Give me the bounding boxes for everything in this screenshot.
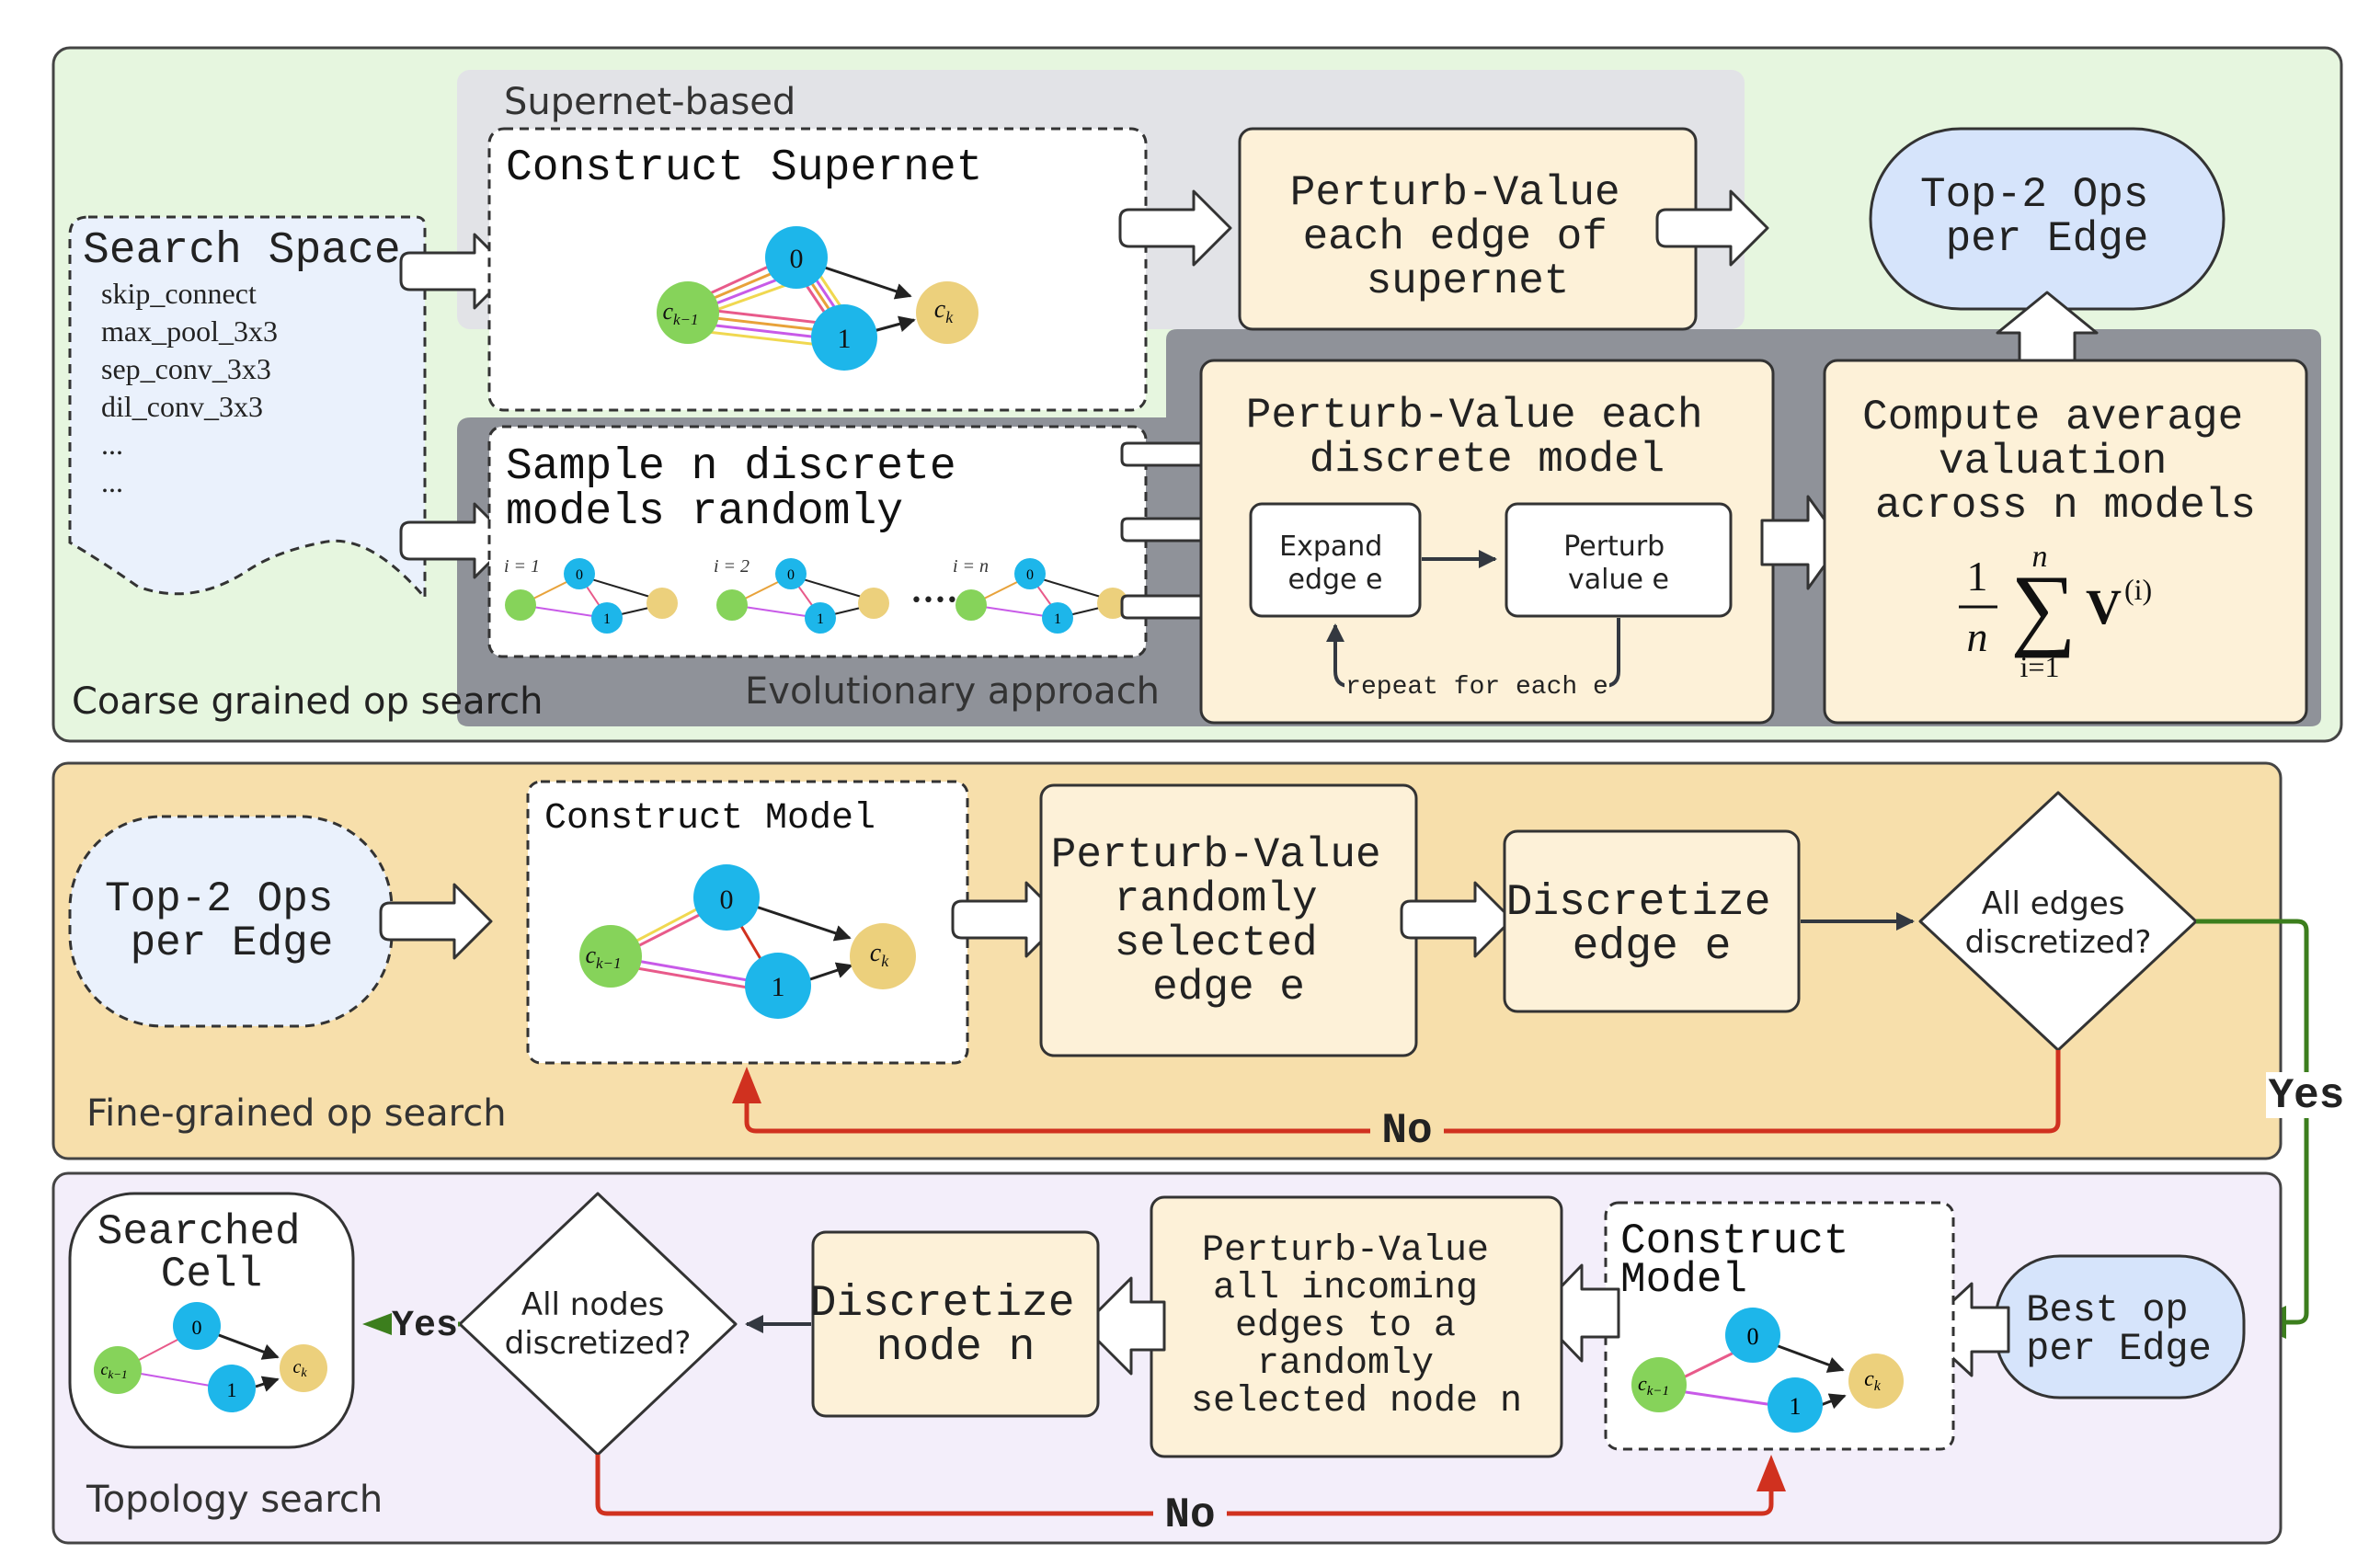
svg-text:i = n: i = n: [953, 556, 989, 577]
compute-average-text: Compute average valuation across n model…: [1862, 394, 2269, 530]
op-item: dil_conv_3x3: [101, 390, 263, 423]
svg-text:n: n: [2032, 540, 2048, 574]
svg-text:i = 1: i = 1: [504, 556, 540, 577]
repeat-label-bg: [1344, 668, 1609, 699]
fine-section-label: Fine-grained op search: [86, 1092, 507, 1135]
repeat-label: repeat for each e: [1345, 673, 1608, 702]
arrow-perturb-to-discretize-topo: [1081, 1276, 1166, 1376]
svg-text:0: 0: [787, 567, 795, 583]
svg-text:∑: ∑: [2010, 556, 2076, 658]
svg-text:1: 1: [1790, 1393, 1802, 1420]
search-space-box: [68, 215, 427, 602]
topo-yes-arrowhead: [362, 1313, 392, 1335]
fine-no-arrowhead: [732, 1067, 761, 1103]
supernet-group-label: Supernet-based: [504, 81, 795, 123]
construct-model-fine-title: Construct Model: [544, 798, 875, 840]
svg-text:1: 1: [838, 324, 852, 354]
construct-supernet-title: Construct Supernet: [506, 143, 982, 193]
fine-yes-label: Yes: [2269, 1072, 2345, 1120]
topo-model-graph: 0 1 ck−1 ck: [1631, 1308, 1904, 1433]
svg-text:1: 1: [817, 611, 824, 627]
searched-cell-graph: 0 1 ck−1 ck: [94, 1302, 327, 1412]
sample-graph-1: i = 1 0 1: [504, 556, 678, 634]
svg-text:ck−1: ck−1: [585, 942, 621, 972]
discretize-edge-box: [1503, 829, 1801, 1013]
svg-text:0: 0: [1747, 1323, 1759, 1350]
topo-no-bg: [1153, 1491, 1227, 1534]
svg-text:1: 1: [772, 972, 785, 1002]
svg-text:ck: ck: [870, 939, 889, 970]
perturb-topo-text: Perturb-Value all incoming edges to a ra…: [1191, 1230, 1522, 1422]
edges-decision-text: All edges discretized?: [1965, 885, 2152, 961]
top2-fine-box: [68, 815, 394, 1028]
expand-edge-text: Expand edge e: [1279, 531, 1391, 596]
op-item: sep_conv_3x3: [101, 352, 271, 385]
perturb-supernet-text: Perturb-Value each edge of supernet: [1290, 169, 1645, 305]
svg-text:ck−1: ck−1: [1638, 1372, 1669, 1399]
svg-text:ck: ck: [934, 295, 954, 326]
sample-graph-2: i = 2 0 1: [714, 556, 889, 634]
fine-no-label: No: [1381, 1107, 1432, 1155]
perturb-value-box: [1505, 502, 1733, 618]
op-item: ...: [101, 428, 123, 461]
sample-dots: ••••: [910, 589, 958, 612]
supernet-graph: 0 1 ck−1 ck: [657, 226, 978, 371]
evolution-group-label: Evolutionary approach: [745, 670, 1160, 713]
fine-model-graph: 0 1 ck−1 ck: [579, 864, 916, 1019]
sample-models-title: Sample n discrete models randomly: [506, 442, 983, 537]
topo-no-arrowhead: [1756, 1455, 1786, 1491]
op-item: ...: [101, 465, 123, 498]
topology-section-label: Topology search: [86, 1479, 383, 1521]
searched-cell-title: Searched Cell: [97, 1208, 326, 1298]
svg-text:(i): (i): [2124, 573, 2152, 606]
fine-yes-path: [2196, 919, 2309, 1325]
discretize-edge-text: Discretize edge e: [1506, 878, 1798, 972]
discretize-node-box: [811, 1230, 1100, 1418]
svg-text:ck: ck: [292, 1357, 307, 1380]
topo-no-label: No: [1164, 1491, 1215, 1539]
svg-text:i=1: i=1: [2020, 650, 2060, 683]
perturb-fine-text: Perturb-Value randomly selected edge e: [1051, 831, 1406, 1011]
svg-text:0: 0: [720, 885, 734, 915]
fine-no-bg: [1370, 1109, 1444, 1149]
svg-text:0: 0: [790, 244, 804, 274]
average-formula: 1 n ∑ n i=1 V (i): [1959, 540, 2152, 683]
best-op-text: Best op per Edge: [2026, 1288, 2212, 1371]
op-item: max_pool_3x3: [101, 314, 278, 348]
svg-text:n: n: [1967, 613, 1988, 660]
fine-yes-bg: [2266, 1072, 2347, 1118]
svg-text:V: V: [2086, 579, 2122, 634]
svg-text:ck−1: ck−1: [100, 1360, 127, 1381]
svg-text:1: 1: [1054, 611, 1061, 627]
top2-fine-text: Top-2 Ops per Edge: [105, 875, 359, 967]
perturb-discrete-title: Perturb-Value each discrete model: [1246, 392, 1729, 484]
svg-text:0: 0: [1026, 567, 1034, 583]
svg-text:1: 1: [1967, 553, 1988, 600]
coarse-section-label: Coarse grained op search: [72, 680, 544, 723]
svg-text:i = 2: i = 2: [714, 556, 749, 577]
svg-text:1: 1: [603, 611, 611, 627]
svg-text:1: 1: [227, 1378, 237, 1401]
nodes-decision-text: All nodes discretized?: [505, 1286, 692, 1362]
top2-coarse-text: Top-2 Ops per Edge: [1920, 171, 2174, 263]
topo-yes-label: Yes: [392, 1306, 458, 1347]
perturb-value-text: Perturb value e: [1563, 531, 1674, 596]
search-space-title: Search Space: [83, 226, 401, 276]
search-space-ops: skip_connect max_pool_3x3 sep_conv_3x3 d…: [101, 277, 278, 498]
expand-edge-box: [1249, 502, 1422, 618]
svg-text:0: 0: [192, 1316, 202, 1339]
svg-text:ck: ck: [1864, 1367, 1882, 1394]
discretize-node-text: Discretize node n: [810, 1279, 1102, 1373]
op-item: skip_connect: [101, 277, 257, 310]
topo-yes-bg: [392, 1302, 458, 1342]
construct-model-topo-title: Construct Model: [1620, 1217, 1874, 1304]
svg-text:ck−1: ck−1: [662, 298, 698, 328]
svg-text:0: 0: [576, 567, 583, 583]
compute-average-box: [1823, 359, 2308, 725]
